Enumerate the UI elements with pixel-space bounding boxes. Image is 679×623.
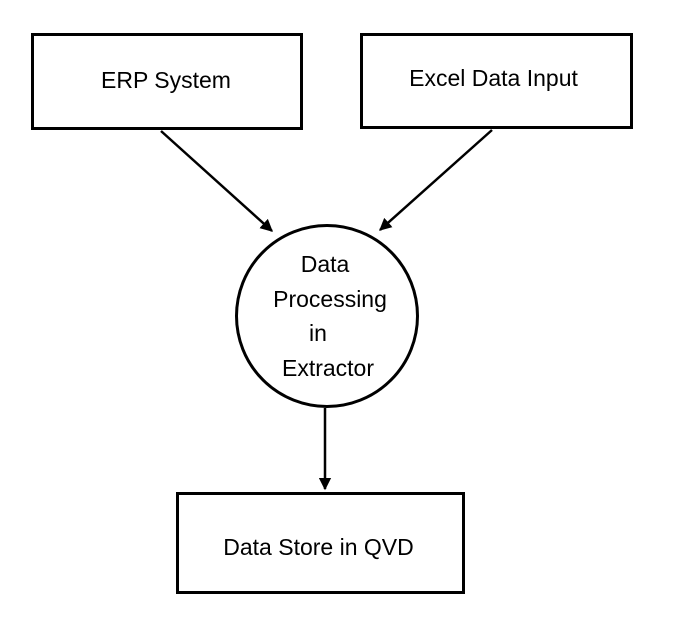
- processing-label-line-2: Processing: [273, 286, 387, 312]
- data-store-qvd-node: Data Store in QVD: [176, 492, 465, 594]
- processing-label-line-1: Data: [300, 251, 350, 277]
- arrow-excel-to-processing: [379, 129, 493, 231]
- excel-data-input-label: Excel Data Input: [409, 64, 578, 91]
- processing-label-line-4: Extractor: [281, 355, 375, 381]
- erp-system-label: ERP System: [101, 67, 231, 93]
- excel-data-input-node: Excel Data Input: [360, 33, 633, 129]
- erp-system-node: ERP System: [31, 33, 303, 130]
- data-processing-node: [235, 224, 419, 408]
- arrow-erp-to-processing: [160, 130, 273, 232]
- processing-label-line-3: in: [309, 320, 327, 346]
- data-store-qvd-label: Data Store in QVD: [223, 533, 414, 560]
